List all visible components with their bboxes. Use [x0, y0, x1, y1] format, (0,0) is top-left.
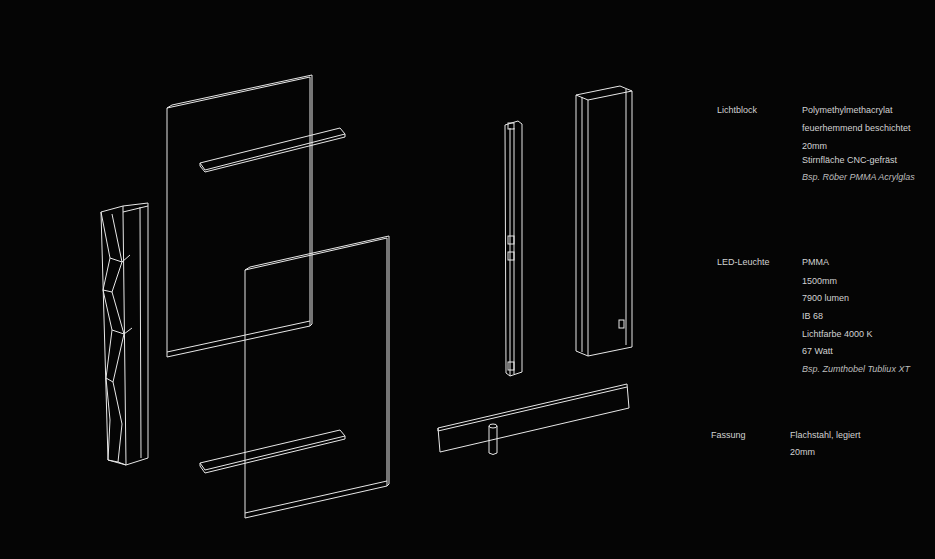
- spec-label: 20mm: [790, 447, 815, 458]
- spec-label: 1500mm: [802, 276, 837, 287]
- spec-label: 7900 lumen: [802, 293, 849, 304]
- housing-box: [576, 86, 632, 356]
- spec-label: Stirnfläche CNC-gefräst: [802, 155, 897, 166]
- spec-label: Polymethylmethacrylat: [802, 105, 893, 116]
- steel-plate: [438, 384, 629, 455]
- acrylic-panel: [200, 236, 389, 518]
- heading-label: Lichtblock: [717, 105, 757, 116]
- example-label: Bsp. Röber PMMA Acrylglas: [802, 172, 915, 183]
- spec-label: PMMA: [802, 257, 829, 268]
- spec-label: IB 68: [802, 311, 823, 322]
- twisted-block: [101, 203, 148, 465]
- led-tube: [505, 121, 522, 376]
- spec-label: Flachstahl, legiert: [790, 430, 861, 441]
- spec-label: 67 Watt: [802, 346, 833, 357]
- acrylic-panel: [167, 75, 345, 357]
- spec-label: 20mm: [802, 141, 827, 152]
- spec-label: feuerhemmend beschichtet: [802, 123, 911, 134]
- heading-label: LED-Leuchte: [717, 257, 770, 268]
- heading-label: Fassung: [711, 430, 746, 441]
- example-label: Bsp. Zumthobel Tubliux XT: [802, 364, 910, 375]
- spec-label: Lichtfarbe 4000 K: [802, 329, 873, 340]
